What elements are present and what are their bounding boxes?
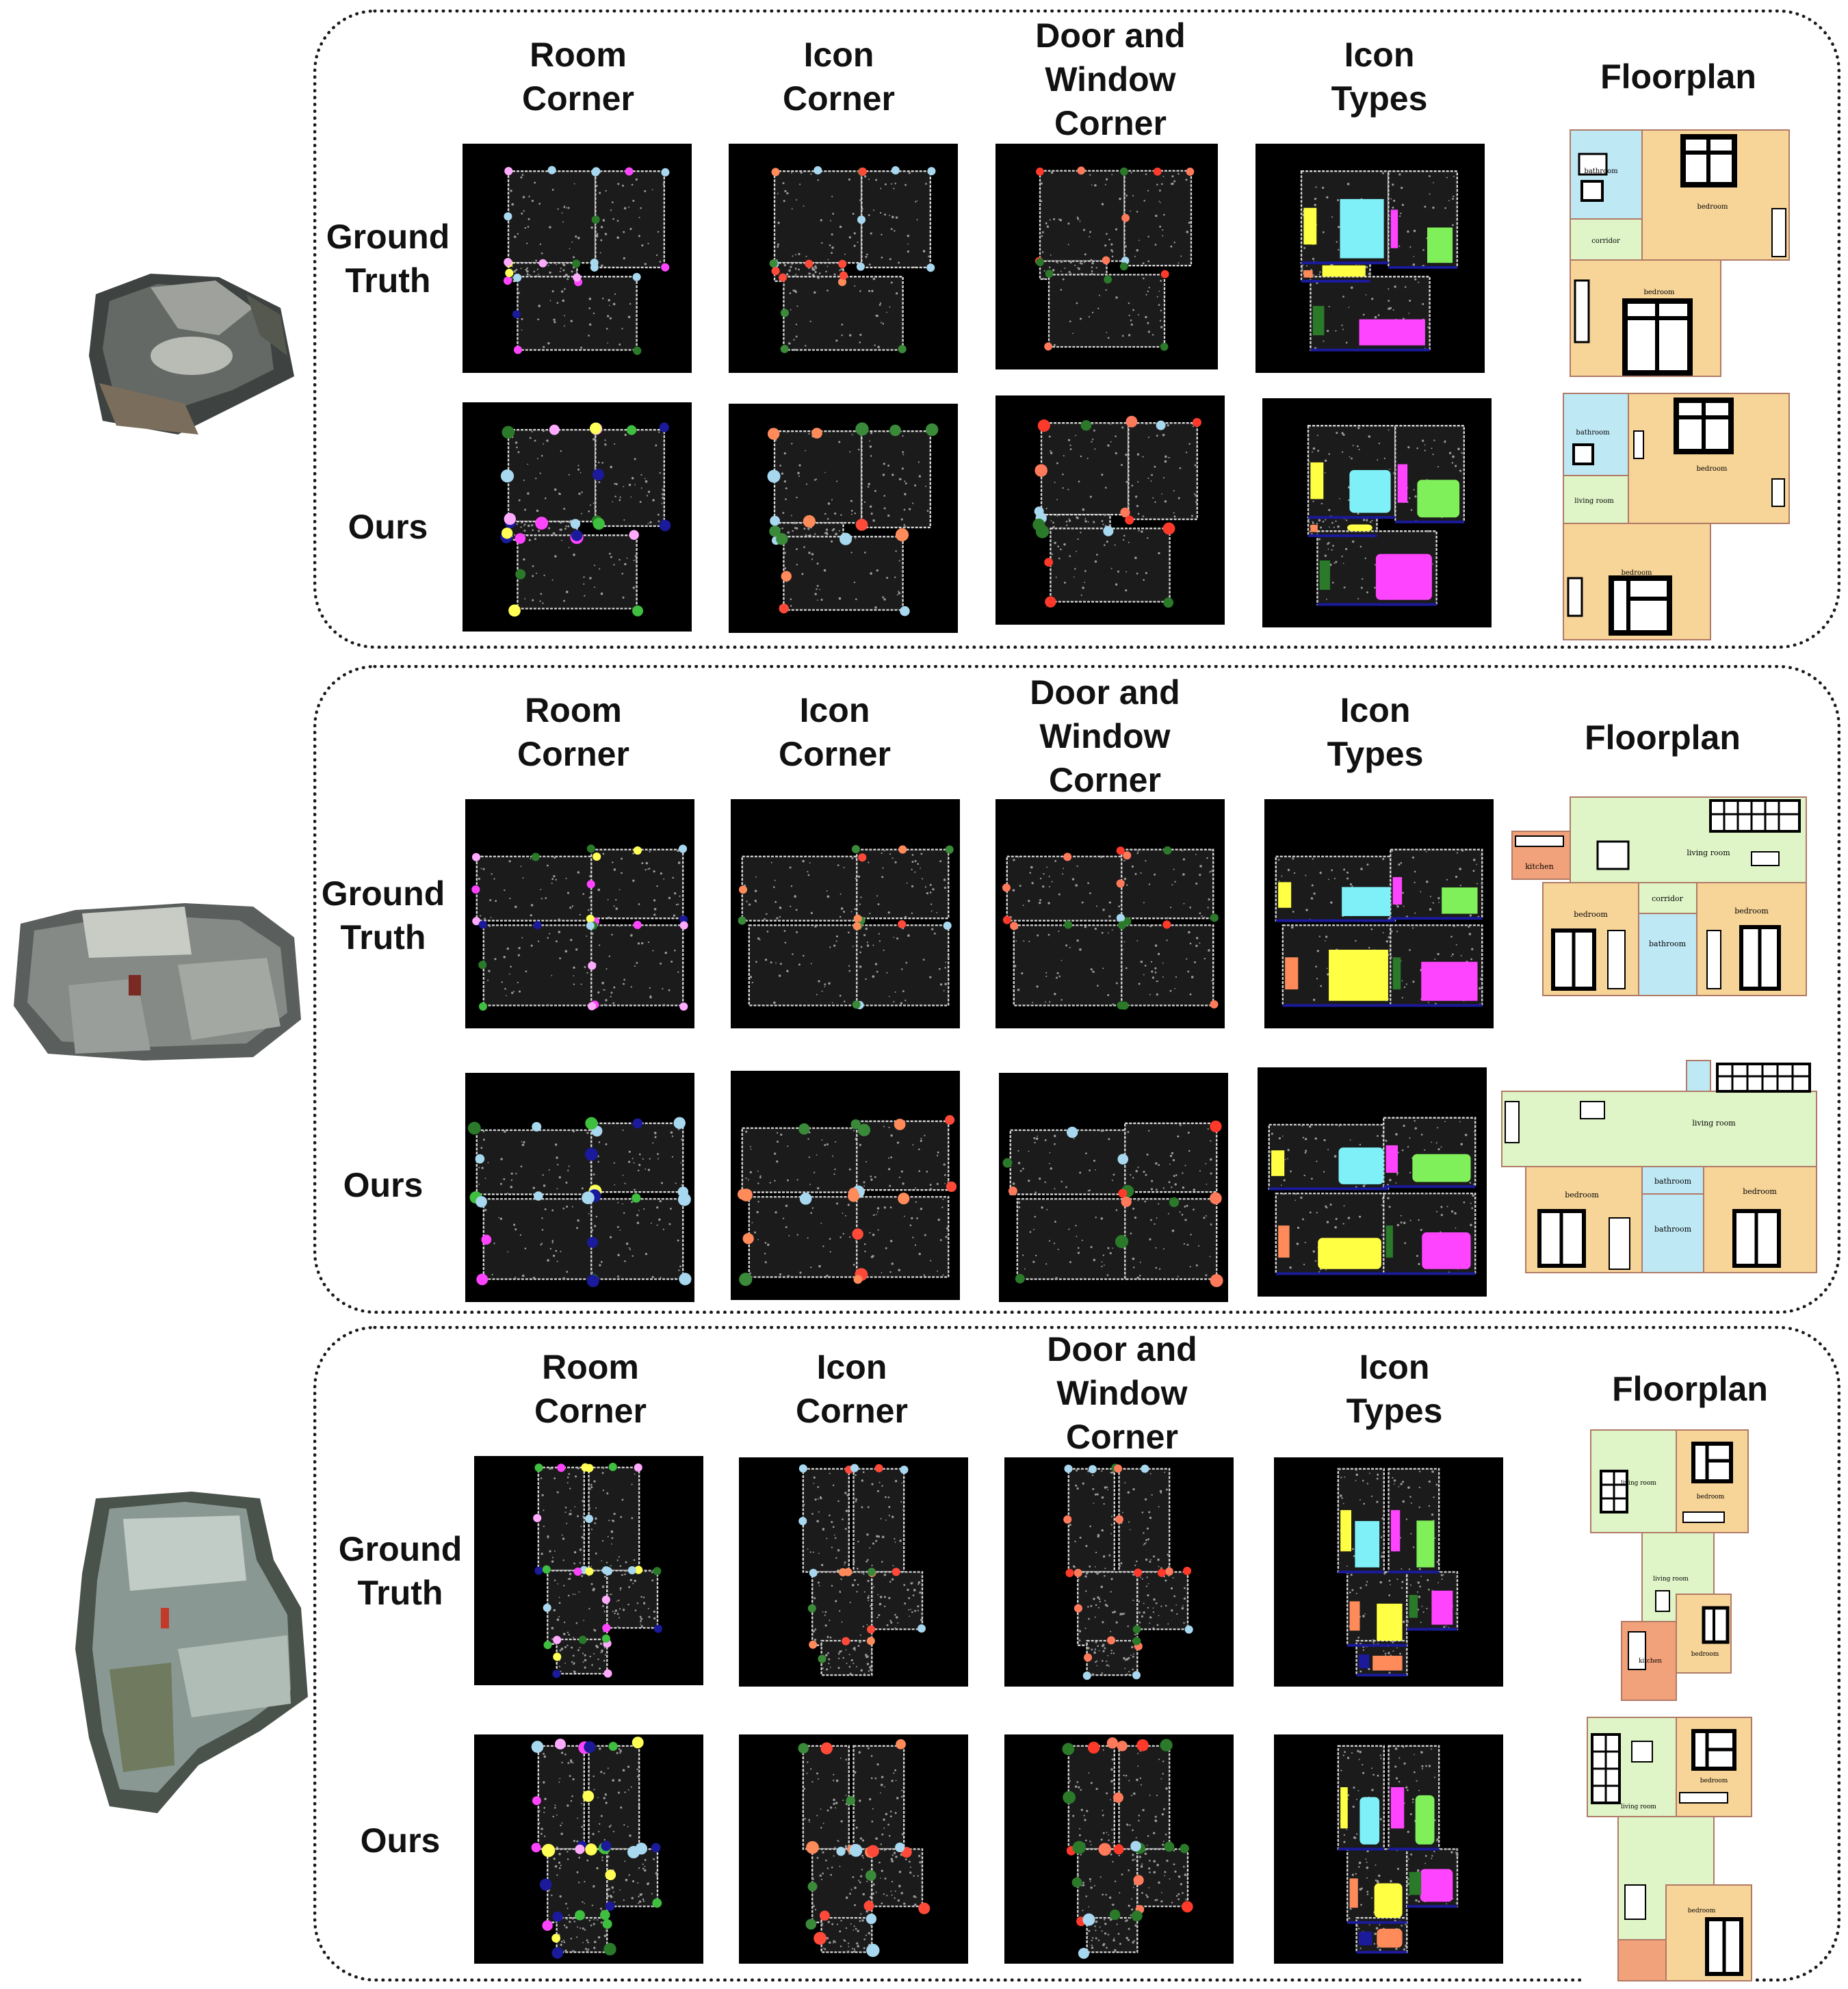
- room-label: bedroom: [1574, 910, 1608, 919]
- room-label: bathroom: [1649, 939, 1687, 948]
- heatmap-room-corner-ground-truth: [465, 799, 694, 1028]
- heatmap-door-window-corner-ground-truth: [995, 144, 1218, 369]
- heatmap-icon-corner-ours: [729, 404, 958, 633]
- room-label: kitchen: [1639, 1658, 1662, 1665]
- room-label: bedroom: [1697, 203, 1728, 211]
- room-label: bathroom: [1576, 429, 1610, 437]
- column-header-floorplan: Floorplan: [1585, 718, 1741, 757]
- heatmap-door-window-corner-ground-truth: [1004, 1457, 1234, 1687]
- row-label-ours: Ours: [348, 508, 428, 546]
- column-header-floorplan: Floorplan: [1600, 57, 1756, 96]
- heatmap-icon-types-ours: [1258, 1067, 1487, 1297]
- heatmap-icon-corner-ground-truth: [729, 144, 958, 373]
- heatmap-icon-types-ground-truth: [1255, 144, 1485, 373]
- row-label-ours: Ours: [343, 1166, 424, 1204]
- heatmap-door-window-corner-ours: [995, 395, 1225, 625]
- room-label: bedroom: [1621, 569, 1652, 577]
- room-label: kitchen: [1525, 862, 1553, 871]
- room-label: bedroom: [1643, 289, 1675, 296]
- heatmap-icon-corner-ground-truth: [731, 799, 960, 1028]
- scan-thumbnail-1: [75, 246, 308, 445]
- heatmap-room-corner-ground-truth: [463, 144, 692, 373]
- group-3-panel: [313, 1326, 1840, 1981]
- group-2-panel: [313, 665, 1840, 1314]
- heatmap-icon-corner-ours: [731, 1071, 960, 1300]
- room-label: bedroom: [1565, 1191, 1599, 1199]
- heatmap-icon-types-ours: [1274, 1734, 1503, 1964]
- floorplan-group1-ground-truth: bathroom corridor bedroom bedroom: [1567, 127, 1793, 380]
- heatmap-door-window-corner-ground-truth: [995, 799, 1225, 1028]
- heatmap-icon-corner-ours: [739, 1734, 968, 1964]
- heatmap-room-corner-ours: [463, 402, 692, 632]
- room-label: bathroom: [1584, 168, 1618, 175]
- room-label: bedroom: [1696, 465, 1728, 473]
- room-label: living room: [1621, 1480, 1656, 1487]
- heatmap-door-window-corner-ours: [999, 1073, 1228, 1302]
- heatmap-icon-types-ground-truth: [1274, 1457, 1503, 1687]
- floorplan-group3-ground-truth: living room bedroom living room kitchen …: [1587, 1427, 1752, 1704]
- floorplan-group3-ours: living room bedroom bedroom: [1584, 1714, 1755, 1984]
- heatmap-icon-corner-ground-truth: [739, 1457, 968, 1687]
- room-label: living room: [1653, 1576, 1689, 1583]
- room-label: living room: [1692, 1119, 1736, 1128]
- heatmap-door-window-corner-ours: [1004, 1734, 1234, 1964]
- room-label: corridor: [1652, 894, 1683, 903]
- room-label: living room: [1621, 1804, 1656, 1810]
- room-label: bathroom: [1654, 1225, 1692, 1234]
- scan-thumbnail-3: [55, 1478, 315, 1820]
- heatmap-room-corner-ours: [465, 1073, 694, 1302]
- heatmap-room-corner-ours: [474, 1734, 703, 1964]
- room-label: bedroom: [1743, 1187, 1777, 1196]
- room-label: bedroom: [1734, 907, 1769, 915]
- room-label: bathroom: [1654, 1177, 1692, 1186]
- room-label: living room: [1574, 497, 1614, 505]
- room-label: corridor: [1591, 237, 1620, 245]
- column-header-floorplan: Floorplan: [1612, 1370, 1768, 1408]
- room-label: bedroom: [1691, 1651, 1719, 1658]
- room-label: living room: [1687, 848, 1730, 857]
- room-label: bedroom: [1700, 1778, 1728, 1784]
- floorplan-group2-ground-truth: kitchen living room corridor bedroom bat…: [1509, 794, 1810, 999]
- scan-thumbnail-2: [7, 883, 308, 1067]
- heatmap-room-corner-ground-truth: [474, 1456, 703, 1685]
- floorplan-group1-ours: bathroom living room bedroom bedroom: [1560, 390, 1793, 643]
- floorplan-group2-ours: living room bathroom bedroom bathroom be…: [1498, 1057, 1820, 1276]
- heatmap-icon-types-ground-truth: [1264, 799, 1494, 1028]
- group-1-panel: [313, 10, 1840, 649]
- heatmap-icon-types-ours: [1262, 398, 1492, 627]
- row-label-ours: Ours: [360, 1821, 441, 1860]
- room-label: bedroom: [1688, 1908, 1716, 1914]
- room-label: bedroom: [1697, 1494, 1725, 1500]
